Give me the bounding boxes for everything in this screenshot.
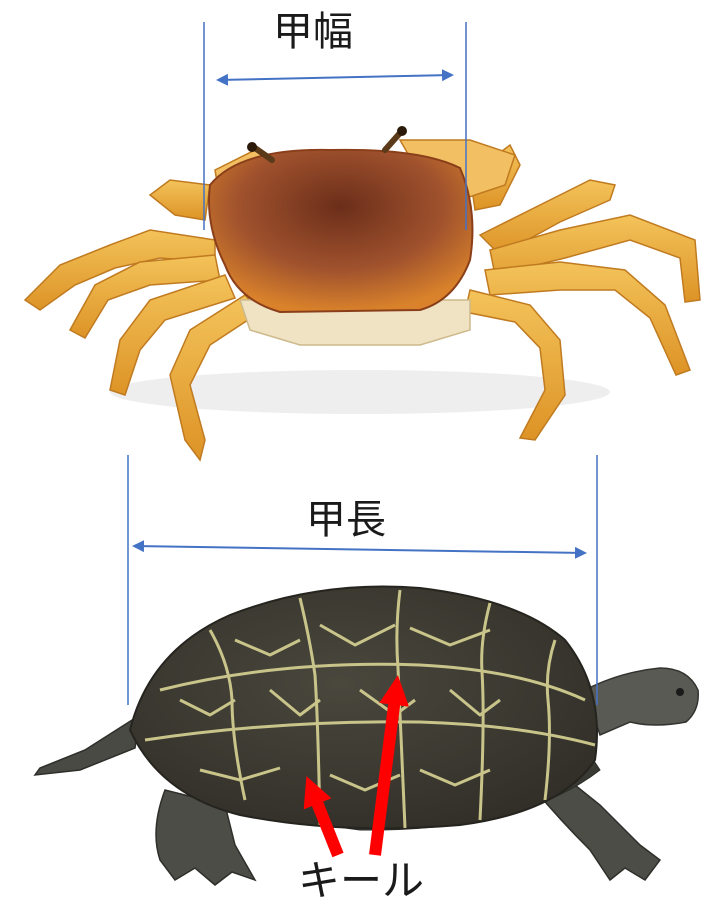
- turtle-illustration: [35, 587, 698, 885]
- turtle-tail: [35, 715, 140, 775]
- keel-label: キール: [298, 860, 424, 902]
- turtle-front-leg: [535, 785, 660, 880]
- length-arrow: [134, 546, 585, 553]
- crab-illustration: [25, 126, 700, 460]
- carapace-length-label: 甲長: [306, 500, 386, 540]
- turtle-head: [585, 668, 698, 735]
- carapace-width-label: 甲幅: [273, 12, 353, 52]
- crab-carapace: [209, 150, 472, 312]
- width-arrow: [218, 75, 452, 80]
- turtle-eye: [676, 688, 684, 696]
- turtle-shell: [130, 587, 597, 829]
